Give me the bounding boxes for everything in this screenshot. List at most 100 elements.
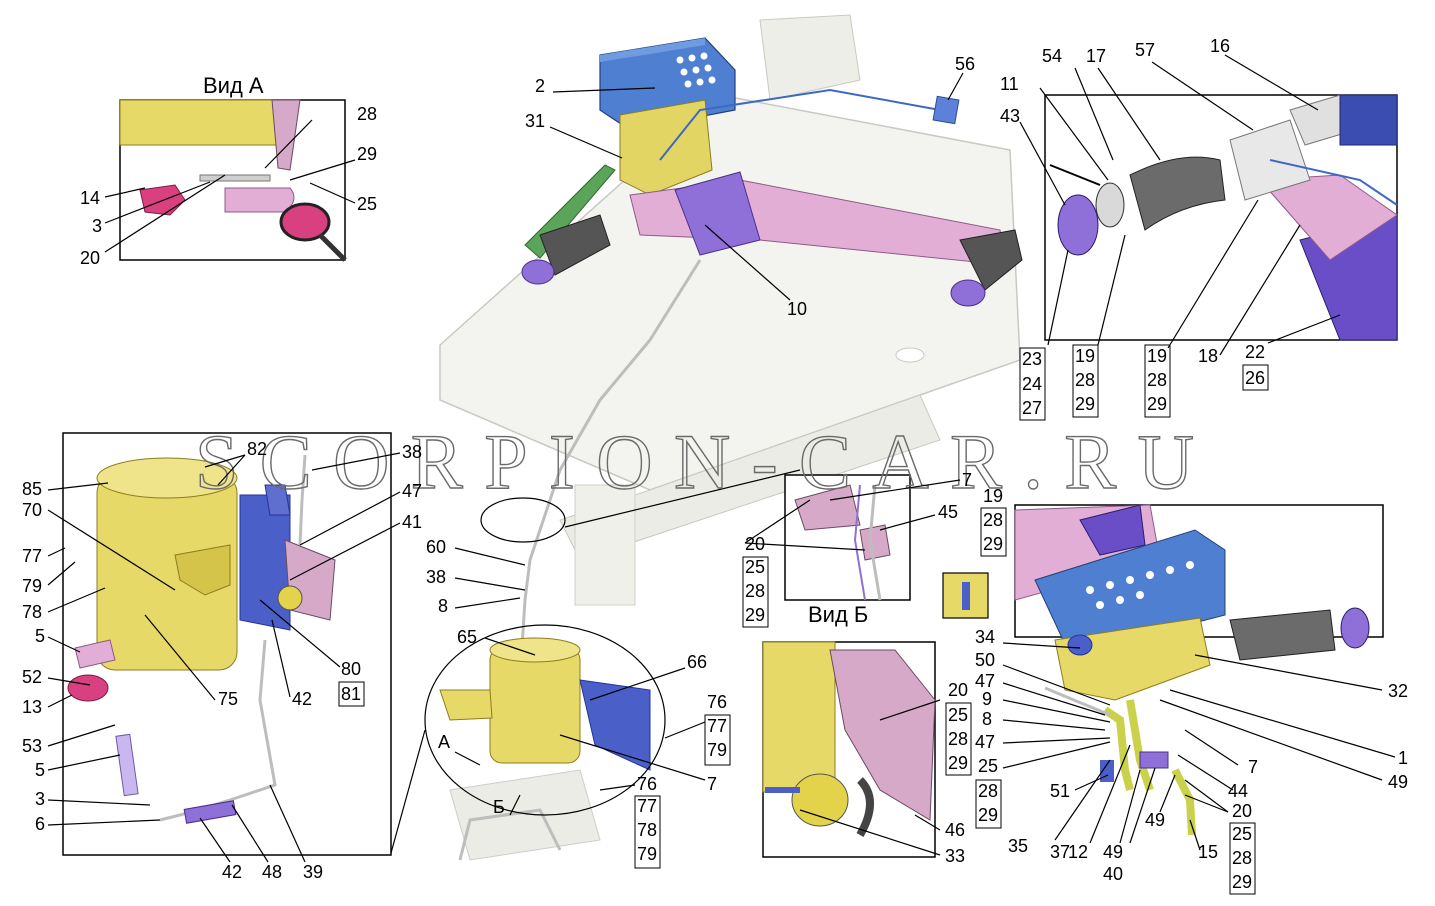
callout-labels: 2 31 56 10 54 17 57 16 11 43 23 24 27 19… (22, 36, 1408, 895)
callout: 29 (1075, 394, 1095, 414)
callout: 10 (787, 299, 807, 319)
heater-yellow-body (1054, 617, 1211, 701)
callout: 76 (707, 692, 727, 712)
callout: 5 (35, 760, 45, 780)
callout: 29 (357, 144, 377, 164)
callout: 46 (945, 820, 965, 840)
callout: 3 (92, 216, 102, 236)
view-b-title: Вид Б (808, 602, 868, 627)
heater-guard-box (599, 37, 736, 196)
callout: 14 (80, 188, 100, 208)
callout: 57 (1135, 40, 1155, 60)
callout: 31 (525, 111, 545, 131)
callout: 9 (982, 689, 992, 709)
callout: 40 (1103, 864, 1123, 884)
callout: 44 (1228, 781, 1248, 801)
callout: 70 (22, 500, 42, 520)
callout: 77 (22, 546, 42, 566)
callout: 29 (948, 753, 968, 773)
callout: 7 (707, 774, 717, 794)
detail-heater-panel (62, 432, 392, 856)
callout: 25 (745, 557, 765, 577)
callout: 75 (218, 689, 238, 709)
zoom-circle-upper (480, 497, 566, 543)
callout: 29 (745, 605, 765, 625)
callout: 15 (1198, 842, 1218, 862)
callout: 54 (1042, 46, 1062, 66)
callout: 45 (938, 502, 958, 522)
callout: 56 (955, 54, 975, 74)
callout: 60 (426, 537, 446, 557)
callout: 20 (1232, 801, 1252, 821)
callout: 28 (357, 104, 377, 124)
callout: 79 (637, 844, 657, 864)
callout: 18 (1198, 346, 1218, 366)
callout: 33 (945, 846, 965, 866)
callout: 49 (1103, 842, 1123, 862)
callout: 28 (1232, 848, 1252, 868)
callout: 66 (687, 652, 707, 672)
heater-port (1067, 634, 1093, 656)
callout: 51 (1050, 781, 1070, 801)
callout: 78 (22, 602, 42, 622)
callout: 2 (535, 76, 545, 96)
callout: 7 (1248, 757, 1258, 777)
callout: 19 (1147, 346, 1167, 366)
view-b-panel (784, 474, 911, 601)
callout: 29 (978, 805, 998, 825)
callout: 79 (707, 740, 727, 760)
view-a-title: Вид А (203, 73, 264, 98)
fuel-lines-right (1044, 686, 1196, 836)
callout: 19 (983, 486, 1003, 506)
callout: 26 (1245, 368, 1265, 388)
callout: 29 (983, 534, 1003, 554)
callout: 39 (303, 862, 323, 882)
callout: 19 (1075, 346, 1095, 366)
callout: 81 (341, 684, 361, 704)
callout: 25 (978, 756, 998, 776)
callout: 42 (292, 689, 312, 709)
callout: 41 (402, 512, 422, 532)
callout: 47 (975, 732, 995, 752)
leader-lines (47, 54, 1396, 863)
callout: 24 (1022, 374, 1042, 394)
callout: 16 (1210, 36, 1230, 56)
callout: 7 (962, 470, 972, 490)
callout: 77 (637, 796, 657, 816)
callout: 8 (438, 596, 448, 616)
callout: 25 (357, 194, 377, 214)
callout: 50 (975, 650, 995, 670)
callout: 28 (745, 581, 765, 601)
duct-detail-panel (1044, 94, 1398, 341)
callout: 29 (1232, 872, 1252, 892)
callout: 27 (1022, 398, 1042, 418)
callout: 6 (35, 814, 45, 834)
callout: 32 (1388, 681, 1408, 701)
callout: 11 (1000, 74, 1019, 94)
callout: 79 (22, 576, 42, 596)
callout: 38 (426, 567, 446, 587)
callout: 37 (1050, 842, 1070, 862)
callout: 28 (1147, 370, 1167, 390)
bracket-detail-panel (762, 641, 936, 858)
marker-a: А (438, 732, 450, 752)
callout: 85 (22, 479, 42, 499)
callout: 47 (975, 671, 995, 691)
callout: 28 (978, 781, 998, 801)
callout: 20 (948, 680, 968, 700)
callout: 22 (1245, 342, 1265, 362)
callout: 52 (22, 667, 42, 687)
callout: 78 (637, 820, 657, 840)
callout: 3 (35, 789, 45, 809)
callout: 48 (262, 862, 282, 882)
callout: 49 (1145, 810, 1165, 830)
callout: 13 (22, 697, 42, 717)
callout: 1 (1398, 748, 1408, 768)
callout: 35 (1008, 836, 1028, 856)
callout: 20 (745, 534, 765, 554)
callout: 77 (707, 716, 727, 736)
callout: 25 (948, 705, 968, 725)
air-duct-assembly (518, 88, 1023, 681)
